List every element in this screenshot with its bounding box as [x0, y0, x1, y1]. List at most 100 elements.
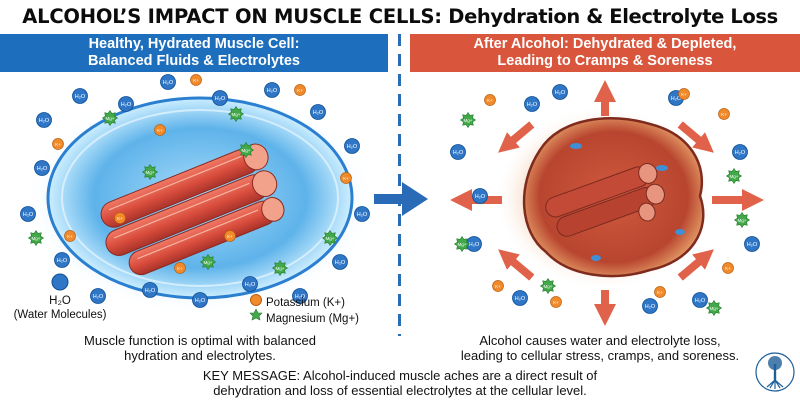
- water-molecule-icon: H₂O: [450, 144, 466, 160]
- potassium-ion-icon: K+: [722, 262, 734, 274]
- potassium-ion-label: K+: [55, 142, 61, 147]
- potassium-ion-label: K+: [157, 128, 163, 133]
- brand-logo: [752, 350, 798, 398]
- magnesium-ion-label: Mg+: [232, 112, 241, 117]
- water-molecule-icon: H₂O: [472, 188, 488, 204]
- legend-magnesium-label: Magnesium (Mg+): [266, 313, 359, 325]
- title-lead: ALCOHOL’S IMPACT ON MUSCLE CELLS:: [22, 4, 442, 28]
- magnesium-ion-icon: Mg+: [321, 229, 339, 247]
- potassium-ion-icon: K+: [654, 286, 666, 298]
- magnesium-ion-icon: Mg+: [705, 299, 723, 317]
- water-molecule-label: H₂O: [347, 144, 358, 150]
- potassium-ion-icon: K+: [550, 296, 562, 308]
- water-molecule-label: H₂O: [645, 304, 656, 310]
- alcohol-caption-line2: leading to cellular stress, cramps, and …: [460, 348, 740, 363]
- water-molecule-label: H₂O: [527, 102, 538, 108]
- water-molecule-icon: H₂O: [292, 288, 308, 304]
- water-molecule-label: H₂O: [671, 96, 682, 102]
- potassium-ion-label: K+: [177, 266, 183, 271]
- alcohol-heading-line2: Leading to Cramps & Soreness: [497, 53, 713, 69]
- water-molecule-icon: H₂O: [732, 144, 748, 160]
- water-molecule-label: H₂O: [215, 96, 226, 102]
- outward-arrows: [450, 80, 764, 326]
- key-message-line1: KEY MESSAGE: Alcohol-induced muscle ache…: [202, 368, 598, 383]
- magnesium-ion-icon: Mg+: [453, 235, 471, 253]
- healthy-heading-line1: Healthy, Hydrated Muscle Cell:: [88, 36, 300, 52]
- key-message-line2: dehydration and loss of essential electr…: [213, 383, 587, 398]
- arrow-up-left: [498, 121, 535, 153]
- legend-magnesium-row: Magnesium (Mg+): [266, 312, 359, 326]
- healthy-caption-line2: hydration and electrolytes.: [124, 348, 276, 363]
- water-molecule-icon: H₂O: [160, 74, 176, 90]
- water-molecule-icon: H₂O: [264, 82, 280, 98]
- magnesium-ion-icon: Mg+: [101, 109, 119, 127]
- healthy-heading-line2: Balanced Fluids & Electrolytes: [88, 53, 300, 69]
- magnesium-ion-label: Mg+: [32, 236, 41, 241]
- shrunken-fibers: [545, 163, 665, 237]
- water-molecule-icon: H₂O: [642, 298, 658, 314]
- water-molecule-icon: H₂O: [192, 292, 208, 308]
- magnesium-ion-icon: Mg+: [227, 105, 245, 123]
- water-molecule-label: H₂O: [555, 90, 566, 96]
- water-molecule-label: H₂O: [37, 166, 48, 172]
- magnesium-ion-label: Mg+: [146, 170, 155, 175]
- legend-water-line1: H₂O: [49, 295, 71, 307]
- alcohol-caption: Alcohol causes water and electrolyte los…: [420, 333, 780, 363]
- water-molecule-icon: H₂O: [212, 90, 228, 106]
- potassium-ion-label: K+: [227, 234, 233, 239]
- arrow-right: [712, 189, 764, 211]
- magnesium-ion-icon: Mg+: [459, 111, 477, 129]
- legend-potassium-label: Potassium (K+): [266, 297, 345, 309]
- magnesium-ion-label: Mg+: [544, 284, 553, 289]
- potassium-ion-label: K+: [681, 92, 687, 97]
- water-molecule-label: H₂O: [163, 80, 174, 86]
- water-molecule-icon: H₂O: [90, 288, 106, 304]
- magnesium-ion-icon: Mg+: [271, 259, 289, 277]
- arrow-down: [594, 290, 616, 326]
- water-molecule-icon: H₂O: [332, 254, 348, 270]
- water-molecule-label: H₂O: [23, 212, 34, 218]
- potassium-ion-label: K+: [721, 112, 727, 117]
- potassium-ion-label: K+: [657, 290, 663, 295]
- potassium-ion-icon: K+: [484, 94, 496, 106]
- water-molecule-label: H₂O: [453, 150, 464, 156]
- potassium-ion-label: K+: [495, 284, 501, 289]
- water-molecule-icon: H₂O: [354, 206, 370, 222]
- healthy-caption: Muscle function is optimal with balanced…: [40, 333, 360, 363]
- alcohol-heading-line1: After Alcohol: Dehydrated & Depleted,: [473, 36, 737, 52]
- water-molecule-label: H₂O: [295, 294, 306, 300]
- water-molecule-label: H₂O: [475, 194, 486, 200]
- magnesium-ion-label: Mg+: [276, 266, 285, 271]
- alcohol-caption-line1: Alcohol causes water and electrolyte los…: [479, 333, 721, 348]
- water-molecule-icon: H₂O: [310, 104, 326, 120]
- potassium-ion-label: K+: [117, 216, 123, 221]
- potassium-ion-icon: K+: [114, 212, 126, 224]
- water-molecule-icon: H₂O: [142, 282, 158, 298]
- potassium-ion-icon: K+: [340, 172, 352, 184]
- page-title: ALCOHOL’S IMPACT ON MUSCLE CELLS: Dehydr…: [0, 0, 800, 32]
- magnesium-ion-icon: Mg+: [199, 253, 217, 271]
- potassium-ion-icon: K+: [224, 230, 236, 242]
- healthy-cell: [22, 84, 378, 316]
- potassium-ion-icon: K+: [678, 88, 690, 100]
- potassium-ion-label: K+: [553, 300, 559, 305]
- arrow-down-right: [677, 249, 714, 281]
- potassium-ion-icon: K+: [492, 280, 504, 292]
- legend-water: H₂O (Water Molecules): [10, 294, 110, 322]
- potassium-ion-icon: K+: [718, 108, 730, 120]
- potassium-ion-label: K+: [725, 266, 731, 271]
- title-tail: Dehydration & Electrolyte Loss: [448, 4, 778, 28]
- water-molecule-label: H₂O: [93, 294, 104, 300]
- water-molecule-label: H₂O: [245, 282, 256, 288]
- water-molecule-icon: H₂O: [34, 160, 50, 176]
- tree-icon: [755, 352, 795, 392]
- molecule-layer: H₂O H₂O H₂O H₂O H₂O H₂O H₂O H₂O H₂O H₂O H₂O H₂O H₂O H…: [20, 74, 760, 317]
- arrow-up: [594, 80, 616, 116]
- water-molecule-label: H₂O: [267, 88, 278, 94]
- potassium-ion-label: K+: [297, 88, 303, 93]
- water-molecule-icon: H₂O: [692, 292, 708, 308]
- magnesium-ion-label: Mg+: [242, 148, 251, 153]
- magnesium-ion-icon: Mg+: [141, 163, 159, 181]
- water-molecule-icon: H₂O: [20, 206, 36, 222]
- water-molecule-icon: H₂O: [72, 88, 88, 104]
